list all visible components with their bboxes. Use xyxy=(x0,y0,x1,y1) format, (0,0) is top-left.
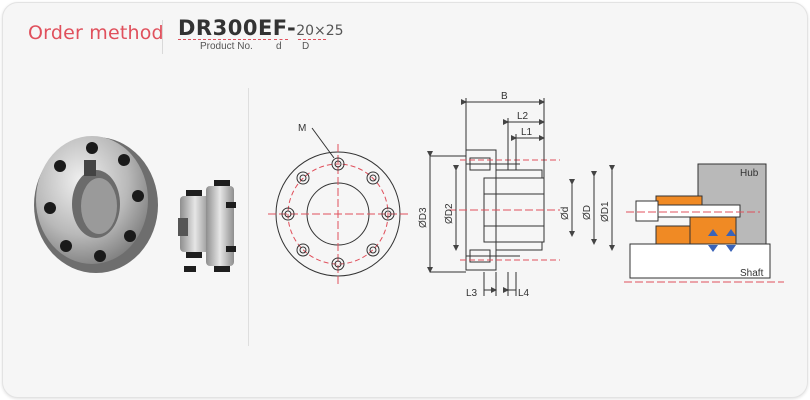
dim-B: B xyxy=(501,91,508,102)
title-separator xyxy=(162,20,163,54)
dash-underline-D xyxy=(298,39,326,40)
dim-L3: L3 xyxy=(466,288,478,299)
front-view-label-m: M xyxy=(298,123,306,134)
dash-underline-d xyxy=(274,39,288,40)
product-dims: 20×25 xyxy=(296,23,344,39)
dim-D1: ØD1 xyxy=(600,201,611,222)
dim-D: ØD xyxy=(582,205,593,220)
caption-d: d xyxy=(276,41,282,52)
detail-label-hub: Hub xyxy=(740,168,759,179)
caption-product-no: Product No. xyxy=(200,41,253,52)
detail-view-drawing xyxy=(624,163,784,283)
dim-L4: L4 xyxy=(518,288,530,299)
product-photo-small xyxy=(178,180,236,272)
dash-underline-product xyxy=(178,39,271,40)
dim-L1: L1 xyxy=(521,127,533,138)
dim-D3: ØD3 xyxy=(418,207,429,228)
detail-label-shaft: Shaft xyxy=(740,268,764,279)
caption-D: D xyxy=(302,41,310,52)
dim-D2: ØD2 xyxy=(444,203,455,224)
front-view-drawing xyxy=(268,127,408,284)
dim-L2: L2 xyxy=(517,111,529,122)
product-code: DR300EF-20×25 xyxy=(178,16,344,40)
product-photo-large xyxy=(34,136,158,273)
order-method-title: Order method xyxy=(28,22,164,44)
side-view-drawing xyxy=(427,98,615,296)
product-number: DR300EF- xyxy=(178,16,297,40)
panel-separator xyxy=(248,88,249,346)
dim-d: Ød xyxy=(560,207,571,220)
